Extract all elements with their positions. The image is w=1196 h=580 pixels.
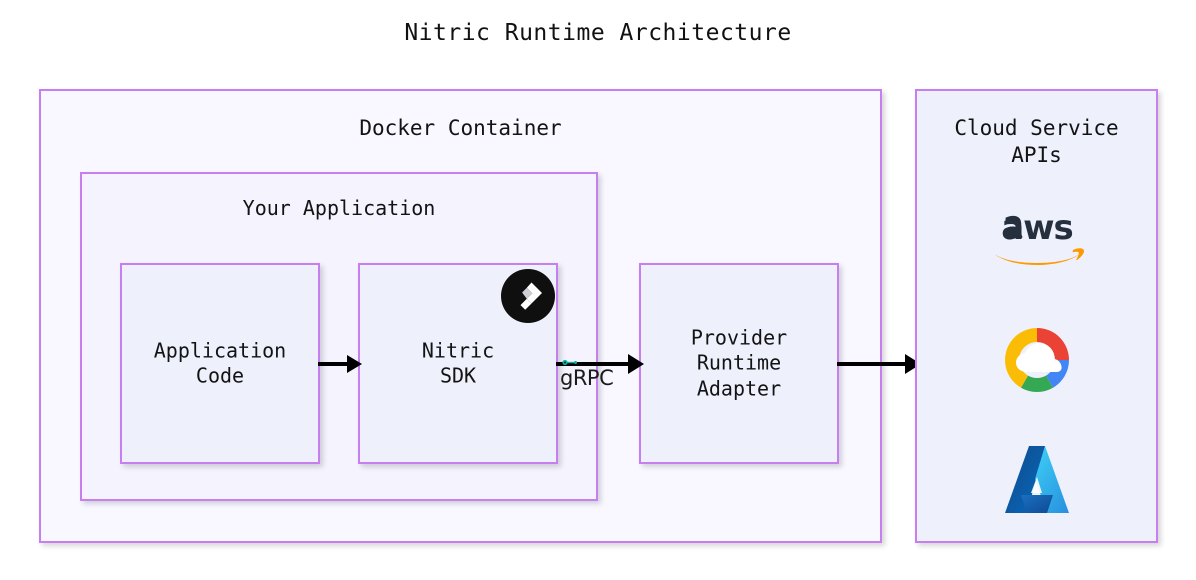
provider-runtime-adapter-node: Provider Runtime Adapter <box>639 263 839 464</box>
diagram-title: Nitric Runtime Architecture <box>404 20 792 46</box>
docker-container-label: Docker Container <box>359 116 562 140</box>
svg-text:aws: aws <box>1001 209 1073 248</box>
your-application-label: Your Application <box>242 196 436 220</box>
application-code-label: Application Code <box>153 337 287 388</box>
cloud-service-apis-label: Cloud Service APIs <box>954 116 1119 167</box>
cloud-service-apis-box: Cloud Service APIs aws <box>915 89 1158 543</box>
grpc-edge-label-text: gRPC <box>560 366 614 390</box>
grpc-edge-label: gRPC <box>560 359 614 390</box>
azure-logo-icon <box>1004 446 1069 513</box>
nitric-logo-icon <box>501 269 555 323</box>
google-cloud-logo-icon <box>1004 328 1069 392</box>
grpc-mark-icon <box>562 359 578 366</box>
aws-logo-icon: aws <box>992 209 1084 265</box>
provider-runtime-adapter-label: Provider Runtime Adapter <box>690 325 788 401</box>
application-code-node: Application Code <box>120 263 320 464</box>
nitric-sdk-label: Nitric SDK <box>421 337 495 388</box>
